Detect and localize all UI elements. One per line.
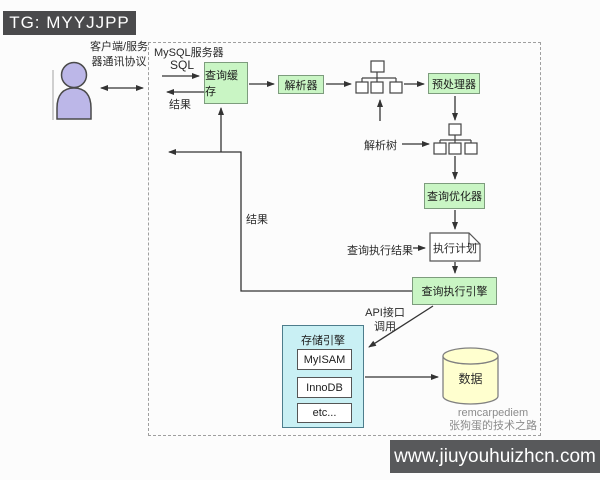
query-execution-engine-node: 查询执行引擎 [412,277,497,305]
query-cache-node: 查询缓存 [204,62,248,104]
query-optimizer-node: 查询优化器 [424,183,485,209]
document-icon [429,232,481,262]
api-call-label: API接口 调用 [362,306,408,334]
syntax-tree-icon-2 [433,123,478,155]
sql-label: SQL [170,58,195,72]
api-call-line1: API接口 [365,307,405,319]
storage-engine-title: 存储引擎 [301,335,345,347]
engine-item-etc: etc... [297,403,352,423]
watermark-line1: remcarpediem [457,407,529,419]
parse-tree-label: 解析树 [364,140,397,152]
result-return-label: 结果 [169,99,191,111]
syntax-tree-icon-1 [355,60,403,94]
watermark-text: remcarpediem 张狗蛋的技术之路 [448,407,538,433]
database-cylinder-icon [442,347,499,405]
engine-result-feedback-line [168,149,412,292]
person-icon [52,61,92,120]
execution-plan-label: 执行计划 [433,243,477,255]
mysql-server-boundary [148,42,541,436]
data-store-label: 数据 [458,372,483,386]
engine-item-innodb: InnoDB [297,377,352,398]
parser-node: 解析器 [278,75,324,94]
engine-item-myisam: MyISAM [297,349,352,370]
api-call-line2: 调用 [374,321,396,333]
watermark-line2: 张狗蛋的技术之路 [449,420,537,432]
query-exec-result-label: 查询执行结果 [347,245,413,257]
result-feedback-label: 结果 [246,214,268,226]
api-call-arrow [368,305,434,348]
preprocessor-node: 预处理器 [428,73,480,94]
client-protocol-label: 客户端/服务器通讯协议 [89,41,149,68]
storage-engine-group: 存储引擎 MyISAM InnoDB etc... [282,325,364,428]
watermark-tag-badge: TG: MYYJJPP [3,11,136,35]
footer-url-bar: www.jiuyouhuizhcn.com [390,440,600,473]
mysql-server-title: MySQL服务器 [154,47,224,59]
